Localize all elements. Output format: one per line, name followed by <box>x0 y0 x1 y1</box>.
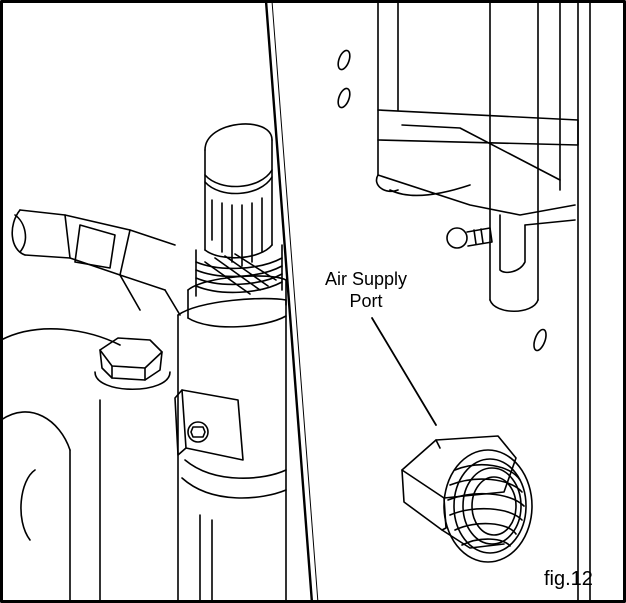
callout-line-1: Air Supply <box>324 269 408 289</box>
lock-block <box>174 389 244 461</box>
left-frame <box>0 328 121 601</box>
pin-screw <box>446 227 493 249</box>
figure-label: fig.12 <box>544 568 593 590</box>
panel-edge <box>264 0 319 603</box>
bracket <box>375 109 579 274</box>
air-supply-port-fitting <box>401 435 533 563</box>
callout-leader-line <box>371 317 437 426</box>
threaded-nut <box>195 244 283 297</box>
callout-line-2: Port <box>349 291 383 311</box>
vertical-rails <box>377 0 591 603</box>
panel-holes <box>337 49 547 352</box>
hex-bolt <box>94 337 171 390</box>
valve-body <box>177 275 287 601</box>
air-supply-port-callout: Air Supply Port <box>296 268 436 312</box>
vertical-rod <box>489 0 539 312</box>
lever-arm <box>11 209 181 316</box>
knurled-cap <box>204 123 273 267</box>
